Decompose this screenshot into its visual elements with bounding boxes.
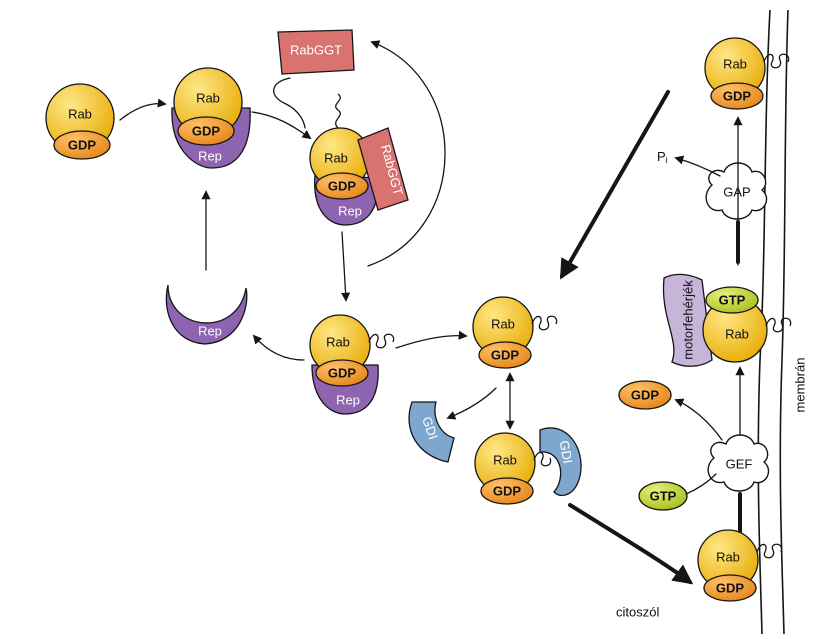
arrow-rab-to-rep-complex <box>119 98 167 121</box>
arrow-rabggt-release <box>367 40 446 267</box>
cytosol-label: citoszól <box>616 605 659 620</box>
motor-proteins: motorfehérjék <box>662 273 713 367</box>
gdp-label: GDP <box>716 581 745 596</box>
membrane-rab-gtp: Rab GTP <box>702 286 792 363</box>
prenylated-rab-gdp-rep: Rab GDP Rep <box>309 314 395 415</box>
arrow-rep-complex-to-rabggt <box>251 111 312 140</box>
arrow-pi-release <box>674 155 721 177</box>
rab-label: Rab <box>716 550 740 565</box>
prenylated-rab-gdp: Rab GDP <box>472 296 558 369</box>
rab-label: Rab <box>324 151 348 166</box>
rab-label: Rab <box>723 57 747 72</box>
pi-product: Pi <box>657 149 668 166</box>
gdp-label: GDP <box>328 179 357 194</box>
rep-free: Rep <box>165 284 248 345</box>
rab-label: Rab <box>725 327 749 342</box>
svg-text:Pi: Pi <box>657 149 668 166</box>
membrane-rab-gdp-bottom: Rab GDP <box>697 529 783 602</box>
arrow-gdp-release <box>674 398 723 441</box>
motor-label: motorfehérjék <box>681 280 696 360</box>
gdi-label: GDI <box>419 415 441 442</box>
rab-gdp-rep-rabggt: Rab GDP Rep RabGGT <box>309 93 409 226</box>
rab-gdp-gdi: Rab GDP GDI <box>474 427 582 505</box>
rab-label: Rab <box>493 453 517 468</box>
gtp-label: GTP <box>650 489 677 504</box>
rab-label: Rab <box>326 335 350 350</box>
rab-gdp-rep: Rab GDP Rep <box>171 67 251 169</box>
arrow-prenylation-down <box>341 231 351 302</box>
membrane-label: membrán <box>793 358 808 413</box>
rab-label: Rab <box>491 317 515 332</box>
arrow-membrane-to-cytosol <box>560 90 670 280</box>
gdp-label: GDP <box>192 124 221 139</box>
arrow-cytosol-to-membrane <box>568 503 694 585</box>
gdp-label: GDP <box>328 366 357 381</box>
rabggt-enzyme: RabGGT <box>277 29 355 75</box>
rab-label: Rab <box>196 91 220 106</box>
line-rabggt-join <box>273 77 306 129</box>
arrow-to-prenylated-rab <box>395 330 468 349</box>
arrow-gtp-bind <box>685 473 717 495</box>
gdi-label: GDI <box>557 439 576 464</box>
gdp-released: GDP <box>618 380 672 410</box>
arrows <box>119 40 745 585</box>
gtp-incoming: GTP <box>638 481 688 511</box>
membrane-rab-gdp-top: Rab GDP <box>704 37 790 110</box>
rep-label: Rep <box>198 149 222 164</box>
rep-free-label: Rep <box>198 324 222 339</box>
arrow-to-free-rep <box>252 334 305 361</box>
rab-label: Rab <box>68 107 92 122</box>
gdi-free: GDI <box>408 401 455 463</box>
gap-label: GAP <box>723 185 750 200</box>
gdp-label: GDP <box>723 89 752 104</box>
rep-label: Rep <box>338 204 362 219</box>
pi-label: P <box>657 149 666 164</box>
gdp-label: GDP <box>491 348 520 363</box>
gdp-label: GDP <box>68 138 97 153</box>
gap-protein: GAP <box>705 162 768 264</box>
gdp-label: GDP <box>493 484 522 499</box>
gef-protein: GEF <box>707 434 770 536</box>
pi-subscript: i <box>666 155 668 165</box>
gdp-label: GDP <box>631 388 660 403</box>
rab-gdp-free: Rab GDP <box>45 83 115 160</box>
rep-label: Rep <box>336 393 360 408</box>
gtp-label: GTP <box>719 293 746 308</box>
gef-label: GEF <box>726 457 753 472</box>
membrane: membrán <box>757 9 808 635</box>
arrow-gdi-bind <box>446 387 497 420</box>
rabggt-label: RabGGT <box>290 43 342 58</box>
